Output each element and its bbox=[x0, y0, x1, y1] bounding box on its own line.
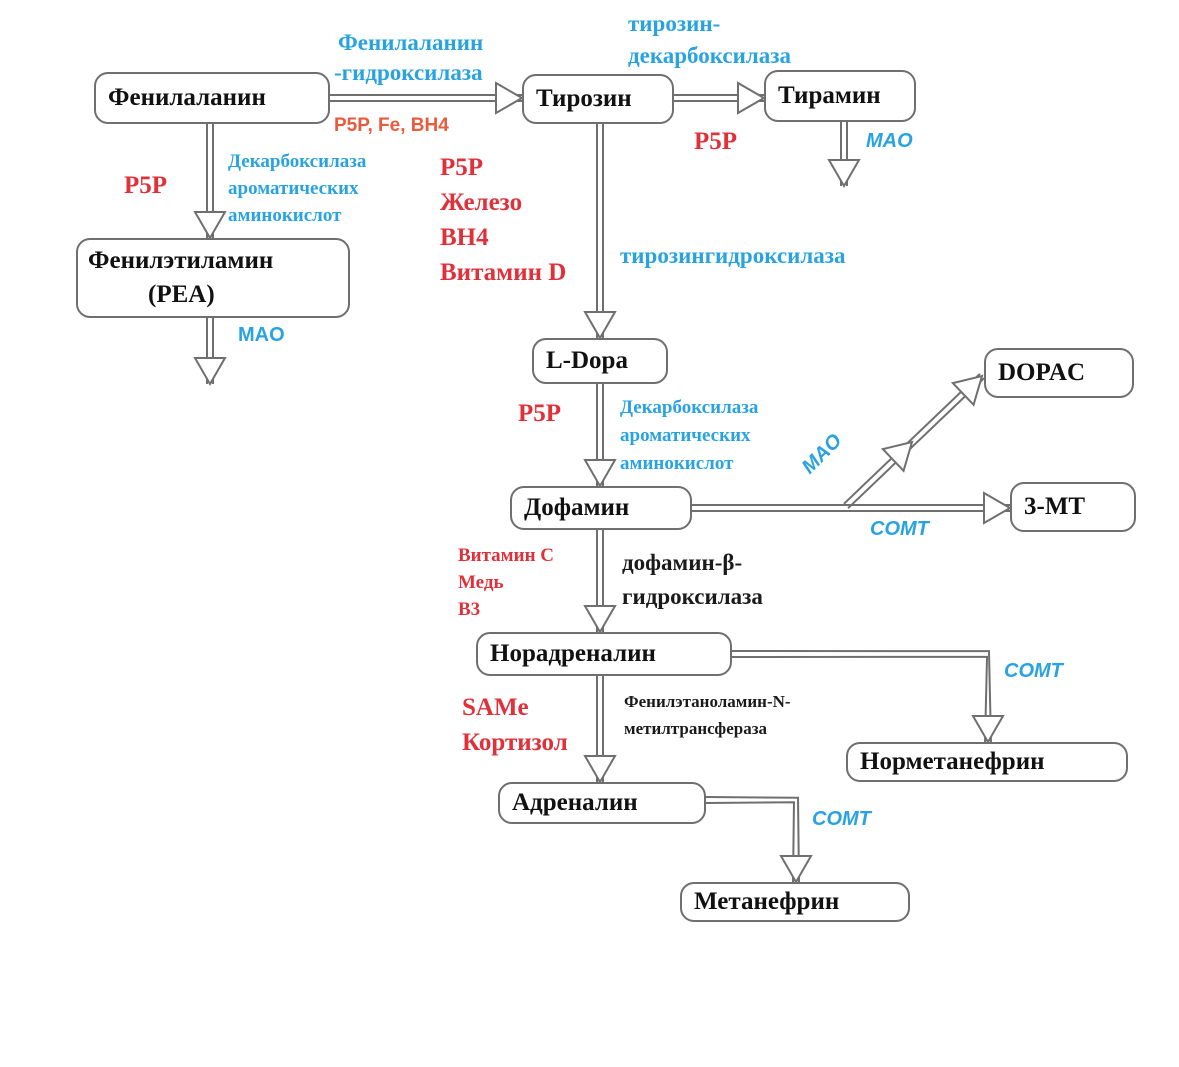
arrow-tyr-dopa-head bbox=[583, 311, 617, 341]
arrow-na-normet-line-b bbox=[731, 650, 992, 743]
enzyme-phe-hydroxylase-line2: -гидроксилаза bbox=[334, 60, 483, 85]
cofactor-tyr-to-dopa-3: BH4 bbox=[440, 224, 489, 251]
node-dopamine-label: Дофамин bbox=[524, 494, 630, 521]
cofactor-na-to-adrenaline-2: Кортизол bbox=[462, 729, 568, 756]
arrow-dopa-dopamine-head bbox=[583, 459, 617, 489]
enzyme-pnmt-line2: метилтрансфераза bbox=[624, 719, 768, 738]
node-tyramine-label: Тирамин bbox=[778, 82, 881, 109]
node-l-dopa: L-Dopa bbox=[532, 338, 668, 384]
cofactor-dopamine-to-na-1: Витамин C bbox=[458, 545, 554, 566]
cofactor-dopa-to-dopamine: P5P bbox=[518, 400, 562, 427]
node-dopac: DOPAC bbox=[984, 348, 1134, 398]
arrow-dopamine-3mt-head bbox=[983, 491, 1013, 525]
enzyme-mao-pea: MAO bbox=[238, 324, 285, 346]
enzyme-comt-3mt: COMT bbox=[870, 518, 929, 540]
arrow-adrenaline-met-line-b bbox=[705, 796, 800, 883]
node-adrenaline-label: Адреналин bbox=[512, 789, 638, 816]
enzyme-aadc-2: Декарбоксилаза ароматических аминокислот bbox=[620, 394, 758, 478]
enzyme-phe-hydroxylase-line1: Фенилаланин bbox=[338, 30, 484, 55]
node-normetanephrine-label: Норметанефрин bbox=[860, 748, 1045, 775]
node-3-mt: 3-MT bbox=[1010, 482, 1136, 532]
enzyme-comt-normet: COMT bbox=[1004, 660, 1063, 682]
enzyme-aadc-2-line2: ароматических bbox=[620, 425, 751, 446]
node-noradrenaline-label: Норадреналин bbox=[490, 640, 656, 667]
node-tyrosine-label: Тирозин bbox=[536, 85, 632, 112]
node-l-dopa-label: L-Dopa bbox=[546, 347, 628, 374]
enzyme-dbh-line2: гидроксилаза bbox=[622, 584, 763, 609]
node-noradrenaline: Норадреналин bbox=[476, 632, 732, 676]
enzyme-aadc-1: Декарбоксилаза ароматических аминокислот bbox=[228, 148, 366, 229]
node-metanephrine-label: Метанефрин bbox=[694, 888, 840, 915]
enzyme-mao-tyramine: MAO bbox=[866, 130, 913, 152]
enzyme-aadc-2-line1: Декарбоксилаза bbox=[620, 397, 759, 418]
node-pea-label-1: Фенилэтиламин bbox=[88, 247, 274, 274]
cofactor-phe-to-pea: P5P bbox=[124, 172, 168, 199]
enzyme-aadc-1-line2: ароматических bbox=[228, 178, 359, 199]
node-phenylethylamine: Фенилэтиламин (PEA) bbox=[76, 238, 350, 318]
node-3-mt-label: 3-MT bbox=[1024, 493, 1086, 520]
node-dopamine: Дофамин bbox=[510, 486, 692, 530]
cofactor-na-to-adrenaline-1: SAMe bbox=[462, 694, 529, 721]
enzyme-tyr-hydroxylase: тирозингидроксилаза bbox=[620, 243, 846, 268]
node-normetanephrine: Норметанефрин bbox=[846, 742, 1128, 782]
arrow-phe-pea-head bbox=[193, 211, 227, 241]
arrow-tyramine-mao-head bbox=[827, 159, 861, 189]
enzyme-aadc-2-line3: аминокислот bbox=[620, 453, 734, 474]
enzyme-tyr-decarboxylase: тирозин- декарбоксилаза bbox=[628, 8, 791, 72]
node-adrenaline: Адреналин bbox=[498, 782, 706, 824]
enzyme-phe-hydroxylase: Фенилаланин -гидроксилаза bbox=[334, 28, 484, 88]
enzyme-aadc-1-line3: аминокислот bbox=[228, 205, 342, 226]
node-pea-label-2: (PEA) bbox=[148, 281, 215, 308]
enzyme-dbh: дофамин-β- гидроксилаза bbox=[622, 546, 763, 614]
cofactor-dopamine-to-na-2: Медь bbox=[458, 572, 504, 593]
node-dopac-label: DOPAC bbox=[998, 359, 1086, 386]
enzyme-dbh-line1: дофамин-β- bbox=[622, 550, 743, 575]
cofactor-tyr-to-dopa-4: Витамин D bbox=[440, 259, 567, 286]
cofactor-tyr-to-dopa-1: P5P bbox=[440, 154, 484, 181]
cofactor-tyr-to-dopa: P5P Железо BH4 Витамин D bbox=[440, 150, 566, 290]
cofactor-dopamine-to-na-3: B3 bbox=[458, 599, 481, 620]
arrow-dopamine-dopac-head bbox=[950, 374, 984, 407]
arrow-dopamine-dopac-mid-head bbox=[880, 440, 914, 473]
enzyme-pnmt: Фенилэтаноламин-N- метилтрансфераза bbox=[624, 688, 791, 742]
arrow-pea-mao-head bbox=[193, 357, 227, 387]
enzyme-pnmt-line1: Фенилэтаноламин-N- bbox=[624, 692, 791, 711]
arrow-tyr-tyramine-head bbox=[737, 81, 767, 115]
arrow-na-normet-line-a bbox=[731, 655, 989, 743]
enzyme-tyr-decarboxylase-line2: декарбоксилаза bbox=[628, 43, 792, 68]
arrow-dopamine-na-head bbox=[583, 605, 617, 635]
arrow-dopamine-dopac-line-a bbox=[847, 377, 985, 509]
node-tyramine: Тирамин bbox=[764, 70, 916, 122]
arrow-dopamine-dopac-line-b bbox=[843, 373, 981, 505]
arrow-na-normet-head bbox=[971, 715, 1005, 745]
enzyme-tyr-decarboxylase-line1: тирозин- bbox=[628, 11, 721, 36]
arrow-phe-tyr-head bbox=[495, 81, 525, 115]
node-metanephrine: Метанефрин bbox=[680, 882, 910, 922]
arrow-na-adrenaline-head bbox=[583, 755, 617, 785]
arrow-adrenaline-met-head bbox=[779, 855, 813, 885]
cofactor-na-to-adrenaline: SAMe Кортизол bbox=[462, 690, 568, 760]
enzyme-comt-met: COMT bbox=[812, 808, 871, 830]
cofactor-tyr-to-dopa-2: Железо bbox=[440, 189, 523, 216]
node-tyrosine: Тирозин bbox=[522, 74, 674, 124]
cofactor-tyr-to-tyramine: P5P bbox=[694, 128, 738, 155]
cofactor-dopamine-to-na: Витамин C Медь B3 bbox=[458, 542, 554, 623]
node-phenylalanine-label: Фенилаланин bbox=[108, 84, 266, 111]
enzyme-aadc-1-line1: Декарбоксилаза bbox=[228, 151, 367, 172]
arrow-adrenaline-met-line-a bbox=[705, 801, 795, 883]
cofactor-phe-to-tyr: P5P, Fe, BH4 bbox=[334, 115, 449, 136]
node-phenylalanine: Фенилаланин bbox=[94, 72, 330, 124]
